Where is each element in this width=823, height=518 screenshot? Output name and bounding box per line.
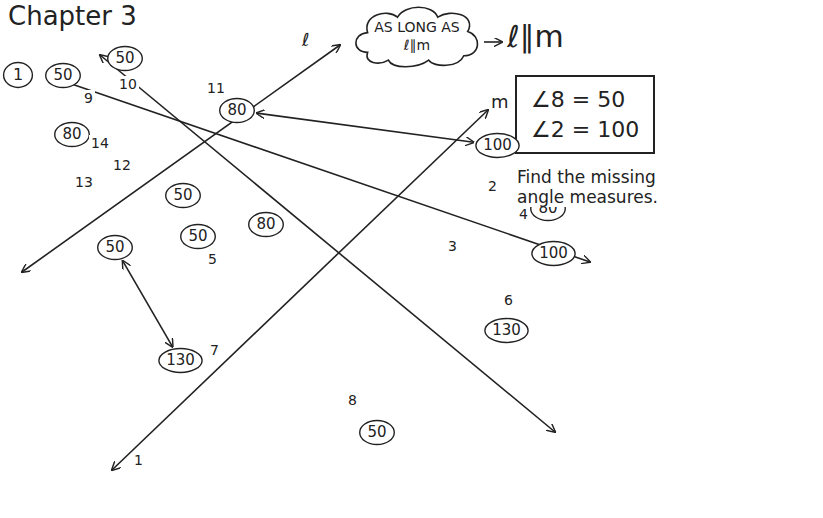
node-text: ∠8 = 50 — [531, 85, 639, 115]
instruction-note: Find the missing angle measures. — [515, 168, 669, 207]
node-text: ∠2 = 100 — [531, 115, 639, 145]
angle-value: 80 — [219, 98, 255, 123]
angle-value: 50 — [97, 235, 133, 260]
angle-value: 50 — [165, 183, 201, 208]
parallel-line — [112, 110, 488, 470]
value-text: 50 — [53, 67, 72, 84]
value-text: 1 — [13, 66, 23, 84]
value-text: 80 — [227, 102, 246, 119]
angle-number: 14 — [89, 135, 111, 151]
double-arrow — [123, 261, 173, 347]
line-name: ℓ — [300, 30, 311, 51]
double-arrow — [257, 113, 474, 142]
note-cloud: AS LONG AS ℓ∥m — [352, 4, 482, 70]
angle-number: 3 — [446, 238, 459, 254]
chapter-title: Chapter 3 — [6, 2, 139, 32]
value-text: 80 — [256, 216, 275, 233]
parallel-statement: ℓ∥m — [505, 20, 566, 55]
value-text: 80 — [62, 126, 81, 143]
value-text: 100 — [483, 137, 512, 154]
value-text: 130 — [166, 352, 195, 369]
angle-number: 11 — [205, 80, 227, 96]
leader-arrow — [484, 41, 502, 43]
transversal-line — [60, 80, 590, 262]
angle-value: 100 — [475, 133, 520, 158]
angle-value: 100 — [531, 241, 576, 266]
angle-value: 130 — [158, 348, 203, 373]
angle-value: 80 — [54, 122, 90, 147]
value-text: 100 — [539, 245, 568, 262]
line-name: m — [489, 92, 511, 113]
angle-value: 50 — [359, 420, 395, 445]
angle-number: 8 — [346, 392, 359, 408]
value-text: 50 — [367, 424, 386, 441]
parallel-line — [22, 45, 340, 272]
angle-number: 12 — [111, 157, 133, 173]
node-text: AS LONG AS ℓ∥m — [370, 19, 464, 54]
angle-number: 7 — [208, 342, 221, 358]
angle-number: 6 — [502, 292, 515, 308]
angle-value: 50 — [180, 224, 216, 249]
angle-value: 50 — [107, 46, 143, 71]
angle-number: 10 — [117, 76, 139, 92]
angle-number: 2 — [486, 178, 499, 194]
value-text: 50 — [105, 239, 124, 256]
angle-number: 5 — [206, 251, 219, 267]
given-box: ∠8 = 50∠2 = 100 — [515, 75, 655, 154]
angle-value: 80 — [248, 212, 284, 237]
transversal-line — [100, 55, 555, 432]
angle-number: 1 — [132, 452, 145, 468]
angle-number: 4 — [517, 206, 530, 222]
value-text: 50 — [115, 50, 134, 67]
angle-value: 50 — [45, 63, 81, 88]
value-text: 50 — [173, 187, 192, 204]
problem-number: 1 — [3, 62, 33, 88]
angle-number: 13 — [73, 174, 95, 190]
value-text: 50 — [188, 228, 207, 245]
angle-number: 9 — [82, 90, 95, 106]
value-text: 130 — [492, 322, 521, 339]
angle-value: 130 — [484, 318, 529, 343]
